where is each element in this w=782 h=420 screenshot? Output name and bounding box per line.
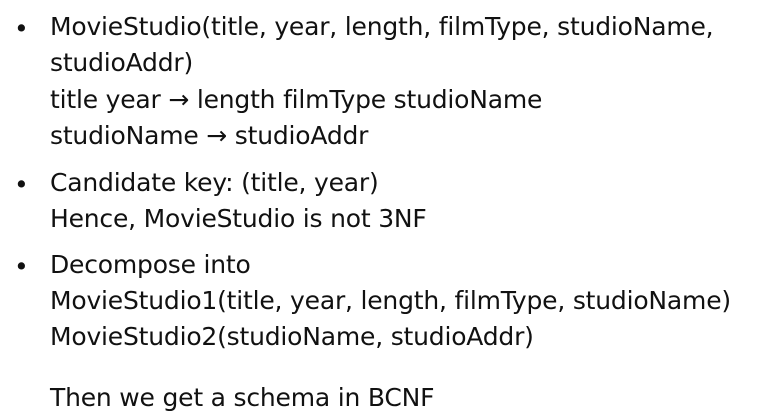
bullet-point-2: • xyxy=(14,170,29,199)
bullet-point-3: • xyxy=(14,252,29,281)
bullet-1-line-3: title year → length filmType studioName xyxy=(50,85,543,114)
bullet-1-line-2: studioAddr) xyxy=(50,48,194,77)
bullet-2-line-2: Hence, MovieStudio is not 3NF xyxy=(50,204,427,233)
bullet-3-line-2: MovieStudio1(title, year, length, filmTy… xyxy=(50,286,731,315)
bullet-3-line-1: Decompose into xyxy=(50,250,251,279)
bullet-2-line-1: Candidate key: (title, year) xyxy=(50,168,379,197)
bullet-3-line-3: MovieStudio2(studioName, studioAddr) xyxy=(50,322,534,351)
bullet-point-1: • xyxy=(14,14,29,43)
bullet-1-line-4: studioName → studioAddr xyxy=(50,121,369,150)
bullet-1-line-1: MovieStudio(title, year, length, filmTyp… xyxy=(50,12,714,41)
bullet-3-line-5: Then we get a schema in BCNF xyxy=(50,383,435,412)
